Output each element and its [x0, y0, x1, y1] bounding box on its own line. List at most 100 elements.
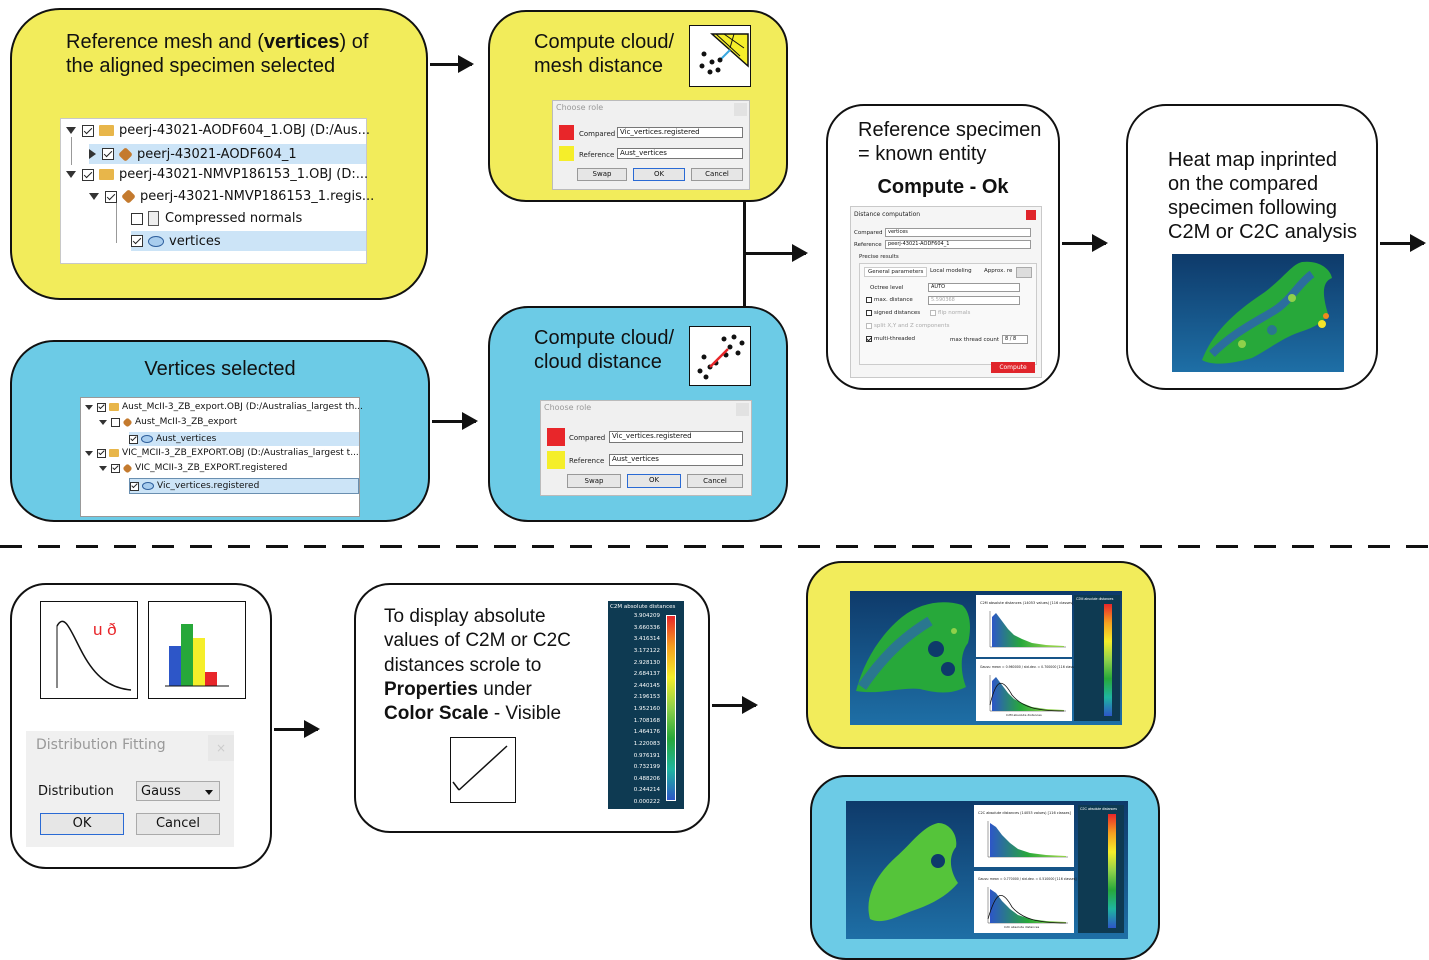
tree-line: [116, 203, 117, 243]
cloud-mesh-distance-icon[interactable]: [689, 25, 751, 87]
tree-row[interactable]: Compressed normals: [131, 211, 366, 226]
reference-field[interactable]: Aust_vertices: [617, 148, 743, 159]
distribution-fitting-dialog: Distribution Fitting × Distribution Gaus…: [26, 731, 234, 847]
histogram-window: C2M absolute distances (14053 values) [1…: [976, 595, 1073, 657]
checkbox[interactable]: [105, 190, 117, 203]
close-icon[interactable]: [736, 403, 749, 416]
checkbox[interactable]: [866, 310, 872, 316]
collapse-icon[interactable]: [85, 450, 93, 456]
checkbox[interactable]: [97, 448, 106, 458]
c2m-color-scale: C2M absolute distances: [1074, 595, 1120, 721]
c2m-results-screenshot: C2M absolute distances (14053 values) [1…: [850, 591, 1122, 725]
collapse-icon[interactable]: [89, 193, 99, 200]
checkbox[interactable]: [97, 402, 106, 412]
heat-map-render: [1172, 254, 1344, 372]
tree-row[interactable]: VIC_MCII-3_ZB_EXPORT.registered: [99, 462, 359, 474]
vertices-selected-title: Vertices selected: [144, 358, 296, 380]
cloud-icon: [141, 435, 153, 443]
c2c-results-box: C2C absolute distances (14053 values) [1…: [810, 775, 1160, 960]
close-icon[interactable]: [1026, 210, 1036, 220]
tab-scroll-icon[interactable]: [1016, 267, 1032, 278]
checkbox[interactable]: [131, 235, 143, 247]
checkbox[interactable]: [930, 310, 936, 316]
visible-checkbox-icon[interactable]: [450, 737, 516, 803]
reference-field[interactable]: Aust_vertices: [609, 454, 743, 466]
thread-count-spinbox[interactable]: 8 / 8: [1002, 335, 1028, 344]
checkbox[interactable]: [111, 417, 120, 427]
swap-button[interactable]: Swap: [577, 168, 627, 181]
collapse-icon[interactable]: [99, 419, 107, 425]
collapse-icon[interactable]: [66, 127, 76, 134]
checkbox[interactable]: [129, 434, 138, 444]
checkbox[interactable]: [102, 148, 114, 160]
reference-swatch: [547, 451, 565, 469]
checkbox[interactable]: [130, 481, 139, 491]
compute-button[interactable]: Compute: [991, 362, 1035, 373]
collapse-icon[interactable]: [85, 404, 93, 410]
reference-field[interactable]: peerj-43021-AODF604_1: [885, 240, 1031, 249]
tree-row[interactable]: peerj-43021-AODF604_1.OBJ (D:/Aus...: [66, 123, 370, 138]
close-icon[interactable]: [734, 103, 747, 116]
checkbox[interactable]: [866, 323, 872, 329]
distribution-select[interactable]: Gauss: [136, 781, 220, 801]
folder-icon: [109, 403, 119, 411]
compared-field[interactable]: Vic_vertices.registered: [609, 431, 743, 443]
checkmark-glyph: [452, 745, 508, 791]
tab-general-parameters[interactable]: General parameters: [864, 267, 928, 277]
checkbox[interactable]: [866, 336, 872, 342]
scale-value-label: 3.172122: [633, 647, 660, 654]
cancel-button[interactable]: Cancel: [691, 168, 743, 181]
checkbox[interactable]: [82, 168, 94, 181]
gauss-fit-window: Gauss: mean = 0.770000 / std.dev. = 0.51…: [974, 871, 1077, 933]
c2c-specimen-glyph: [868, 823, 958, 922]
collapse-icon[interactable]: [66, 171, 76, 178]
tree-row[interactable]: VIC_MCII-3_ZB_EXPORT.OBJ (D:/Australias_…: [85, 448, 359, 458]
cloud-cloud-distance-glyph: [697, 334, 745, 380]
c2c-gauss-chart: [987, 887, 1068, 924]
histogram-glyph: [165, 624, 229, 687]
tree-row[interactable]: peerj-43021-NMVP186153_1.regis...: [89, 189, 374, 204]
choose-role-dialog: Choose role Compared Vic_vertices.regist…: [540, 400, 752, 496]
checkbox[interactable]: [82, 124, 94, 137]
compared-swatch: [547, 428, 565, 446]
close-icon[interactable]: ×: [208, 735, 234, 761]
checkbox[interactable]: [111, 463, 120, 473]
gauss-curve-glyph: [56, 620, 132, 691]
tree-row[interactable]: Vic_vertices.registered: [129, 478, 359, 494]
tree-row[interactable]: Aust_McII-3_ZB_export: [99, 416, 359, 428]
scale-value-label: 2.928130: [633, 659, 660, 666]
collapse-icon[interactable]: [99, 465, 107, 471]
folder-icon: [99, 125, 114, 136]
tree-row[interactable]: peerj-43021-AODF604_1: [89, 144, 366, 164]
tree-row[interactable]: peerj-43021-NMVP186153_1.OBJ (D:...: [66, 167, 368, 182]
histogram-icon[interactable]: [148, 601, 246, 699]
max-distance-field[interactable]: 5.590368: [928, 296, 1020, 305]
cloud-distance-title: Compute cloud/cloud distance: [534, 327, 675, 373]
heat-map-title: Heat map inprinted on the compared speci…: [1168, 149, 1357, 243]
checkbox[interactable]: [131, 212, 143, 225]
ok-button[interactable]: OK: [633, 168, 685, 181]
octree-select[interactable]: AUTO: [928, 283, 1020, 292]
distribution-curve-icon[interactable]: u ð: [40, 601, 138, 699]
compared-swatch: [559, 125, 574, 140]
checkbox[interactable]: [866, 297, 872, 303]
vertices-selected-box: Vertices selected Aust_McII-3_ZB_export.…: [10, 340, 430, 522]
scale-value-label: 3.904209: [633, 613, 660, 619]
tree-row[interactable]: Aust_vertices: [129, 432, 359, 446]
scale-value-label: 1.708168: [633, 717, 660, 724]
compared-field[interactable]: vertices: [885, 228, 1031, 237]
tree-row[interactable]: Aust_McII-3_ZB_export.OBJ (D:/Australias…: [85, 402, 363, 412]
ok-button[interactable]: OK: [627, 474, 681, 488]
cloud-cloud-distance-icon[interactable]: [689, 326, 751, 386]
color-ramp: [1104, 604, 1112, 716]
tab-approx[interactable]: Approx. re: [984, 268, 1013, 274]
tree-row[interactable]: vertices: [131, 231, 366, 251]
cancel-button[interactable]: Cancel: [136, 813, 220, 835]
compared-field[interactable]: Vic_vertices.registered: [617, 127, 743, 138]
cancel-button[interactable]: Cancel: [687, 474, 743, 488]
expand-icon[interactable]: [89, 149, 96, 159]
ok-button[interactable]: OK: [40, 813, 124, 835]
swap-button[interactable]: Swap: [567, 474, 621, 488]
tab-local-modeling[interactable]: Local modeling: [930, 268, 972, 274]
